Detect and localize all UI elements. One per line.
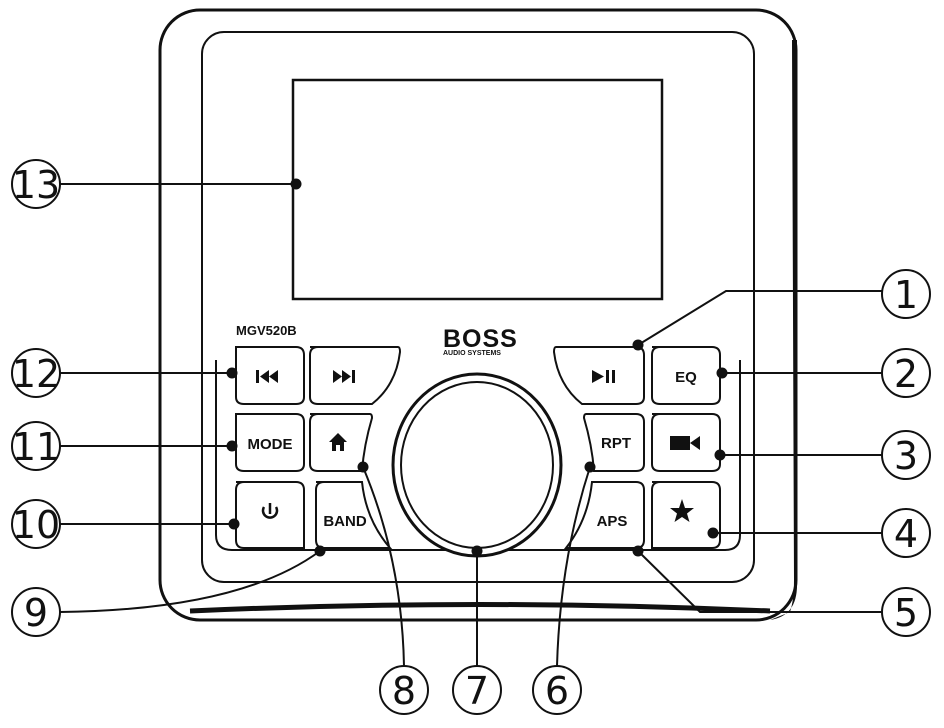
svg-text:12: 12 — [12, 352, 60, 396]
next-track-button[interactable] — [309, 346, 402, 405]
callout-12: 12 — [11, 348, 61, 398]
play-pause-button[interactable] — [552, 346, 645, 405]
callout-9: 9 — [11, 587, 61, 637]
svg-text:13: 13 — [12, 163, 60, 207]
callout-6: 6 — [532, 665, 582, 715]
callout-10: 10 — [11, 499, 61, 549]
svg-text:1: 1 — [894, 273, 918, 317]
power-icon — [261, 503, 279, 519]
bezel-shadow — [770, 40, 797, 620]
svg-text:3: 3 — [894, 434, 918, 478]
callout-8: 8 — [379, 665, 429, 715]
svg-text:8: 8 — [392, 669, 416, 713]
callout-11: 11 — [11, 421, 61, 471]
mode-button[interactable]: MODE — [235, 413, 305, 472]
leader-lines — [59, 183, 883, 667]
rpt-button[interactable]: RPT — [582, 413, 645, 472]
svg-text:11: 11 — [12, 425, 60, 469]
prev-track-button[interactable] — [235, 346, 305, 405]
svg-text:7: 7 — [465, 669, 489, 713]
star-icon — [670, 499, 694, 522]
svg-text:2: 2 — [894, 352, 918, 396]
video-camera-icon — [670, 436, 700, 450]
callout-2: 2 — [881, 348, 931, 398]
brand-tagline: AUDIO SYSTEMS — [443, 350, 501, 357]
svg-text:4: 4 — [894, 512, 918, 556]
band-label: BAND — [323, 513, 366, 530]
aps-label: APS — [597, 513, 628, 530]
callout-7: 7 — [452, 665, 502, 715]
camera-button[interactable] — [651, 413, 721, 472]
brand-logo: BOSS — [443, 325, 518, 353]
svg-text:10: 10 — [12, 503, 60, 547]
eq-label: EQ — [675, 369, 697, 386]
svg-text:6: 6 — [545, 669, 569, 713]
home-button[interactable] — [309, 413, 374, 472]
aps-button[interactable]: APS — [563, 481, 645, 549]
callout-1: 1 — [881, 269, 931, 319]
leader-dots — [226, 178, 728, 557]
play-pause-icon — [592, 370, 615, 383]
volume-knob[interactable] — [391, 372, 563, 558]
svg-text:5: 5 — [894, 591, 918, 635]
callout-5: 5 — [881, 587, 931, 637]
power-button[interactable] — [235, 481, 305, 549]
skip-previous-icon — [256, 370, 278, 383]
skip-next-icon — [333, 370, 355, 383]
favorite-button[interactable] — [651, 481, 721, 549]
mode-label: MODE — [248, 436, 293, 453]
model-label: MGV520B — [236, 323, 297, 338]
eq-button[interactable]: EQ — [651, 346, 721, 405]
display-screen — [291, 78, 664, 301]
rpt-label: RPT — [601, 435, 631, 452]
home-icon — [329, 433, 347, 451]
callout-4: 4 — [881, 508, 931, 558]
callout-13: 13 — [11, 159, 61, 209]
bezel-bottom-shadow — [189, 602, 771, 614]
callout-3: 3 — [881, 430, 931, 480]
svg-text:9: 9 — [24, 591, 48, 635]
